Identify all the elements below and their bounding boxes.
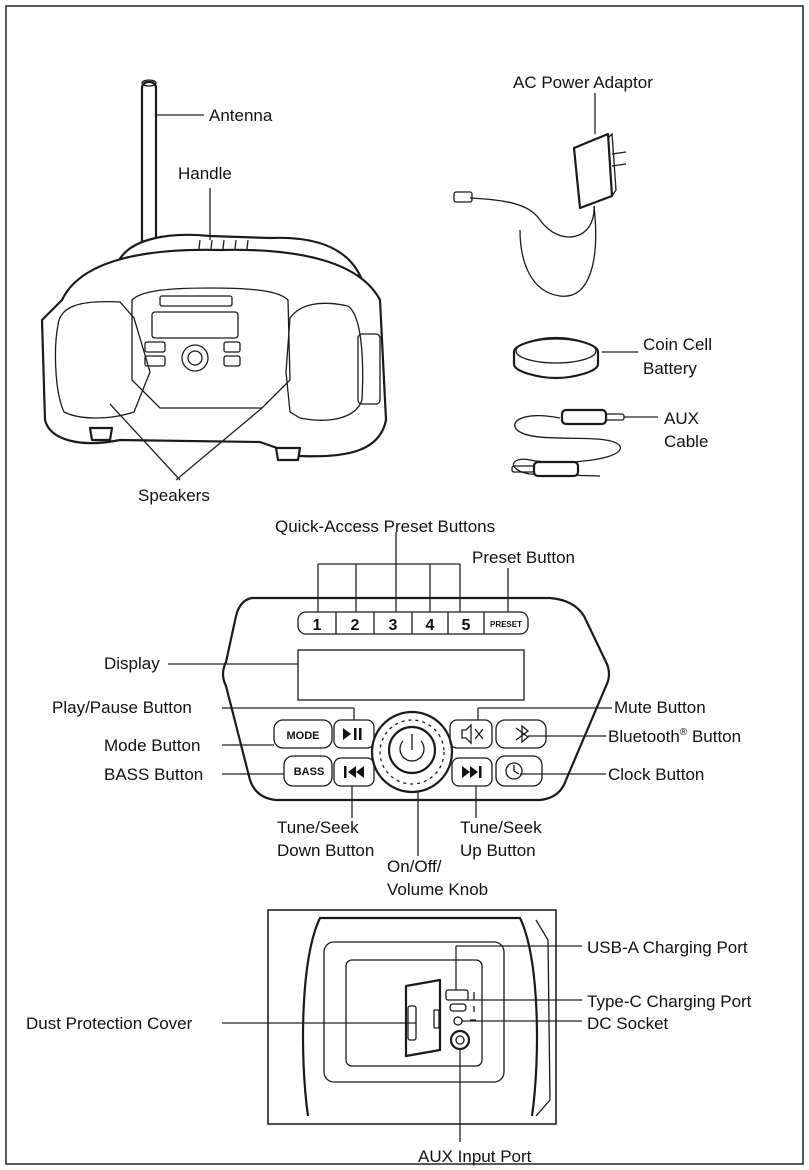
label-antenna: Antenna xyxy=(209,106,273,125)
adaptor-block xyxy=(572,132,614,210)
label-aux-cable-2: Cable xyxy=(664,432,708,451)
label-type-c: Type-C Charging Port xyxy=(587,992,752,1011)
preset-button: PRESET xyxy=(490,620,522,629)
page-border xyxy=(5,5,804,1165)
preset-2-button: 2 xyxy=(351,617,360,634)
label-speakers: Speakers xyxy=(138,486,210,505)
play-icon xyxy=(343,728,351,740)
clock-button-shape xyxy=(495,755,543,787)
type-c-port xyxy=(449,1003,467,1012)
label-ac-adaptor: AC Power Adaptor xyxy=(513,73,653,92)
power-icon xyxy=(399,740,425,762)
preset-3-button: 3 xyxy=(389,617,398,634)
callout-labels: Antenna Handle Speakers AC Power Adaptor… xyxy=(26,73,752,1166)
mode-button-shape xyxy=(273,719,333,749)
panel-outline xyxy=(221,596,611,802)
label-quick-access: Quick-Access Preset Buttons xyxy=(275,517,495,536)
coin-cell-illustration xyxy=(512,336,600,380)
label-tune-down-2: Down Button xyxy=(277,841,374,860)
label-knob-2: Volume Knob xyxy=(387,880,488,899)
radio-body xyxy=(40,248,388,458)
label-aux-cable-1: AUX xyxy=(664,409,699,428)
label-tune-up-2: Up Button xyxy=(460,841,536,860)
dust-cover-shape xyxy=(404,978,442,1058)
label-coin-cell-2: Battery xyxy=(643,359,697,378)
label-usb-a: USB-A Charging Port xyxy=(587,938,748,957)
display-screen xyxy=(297,649,525,701)
usb-a-port xyxy=(445,989,469,1001)
label-play-pause: Play/Pause Button xyxy=(52,698,192,717)
label-tune-down-1: Tune/Seek xyxy=(277,818,359,837)
port-panel xyxy=(267,909,557,1125)
bass-button: BASS xyxy=(294,766,325,778)
preset-4-button: 4 xyxy=(426,617,435,634)
bass-button-shape xyxy=(283,755,333,787)
mute-button-shape xyxy=(449,719,493,749)
mute-icon xyxy=(461,723,472,745)
label-bass-button: BASS Button xyxy=(104,765,203,784)
label-knob-1: On/Off/ xyxy=(387,857,442,876)
label-aux-input: AUX Input Port xyxy=(418,1147,532,1166)
label-mode-button: Mode Button xyxy=(104,736,200,755)
seek-up-button-shape xyxy=(451,757,493,787)
label-dust-cover: Dust Protection Cover xyxy=(26,1014,193,1033)
bluetooth-icon xyxy=(515,724,530,744)
label-clock-button: Clock Button xyxy=(608,765,704,784)
mode-button: MODE xyxy=(287,730,320,742)
label-dc-socket: DC Socket xyxy=(587,1014,669,1033)
aux-input-port xyxy=(449,1029,471,1051)
label-display: Display xyxy=(104,654,160,673)
control-panel: 1 2 3 4 5 PRESET MODE BASS xyxy=(221,596,611,802)
clock-icon xyxy=(505,762,523,780)
preset-5-button: 5 xyxy=(462,617,471,634)
leader-lines xyxy=(109,93,658,1142)
radio-illustration xyxy=(40,79,388,462)
label-mute-button: Mute Button xyxy=(614,698,706,717)
seek-down-icon xyxy=(344,766,347,778)
preset-1-button: 1 xyxy=(313,617,322,634)
ac-adaptor-illustration xyxy=(453,132,627,297)
bluetooth-button-shape xyxy=(495,719,547,749)
pause-bar-icon xyxy=(354,728,357,740)
aux-cable-illustration xyxy=(511,408,625,478)
preset-strip xyxy=(297,611,529,635)
label-coin-cell-1: Coin Cell xyxy=(643,335,712,354)
label-tune-up-1: Tune/Seek xyxy=(460,818,542,837)
label-bluetooth-button: Bluetooth® Button xyxy=(608,727,741,746)
label-handle: Handle xyxy=(178,164,232,183)
label-preset-button: Preset Button xyxy=(472,548,575,567)
seek-up-icon xyxy=(462,766,470,778)
antenna-rod xyxy=(140,80,158,259)
seek-down-button-shape xyxy=(333,757,375,787)
